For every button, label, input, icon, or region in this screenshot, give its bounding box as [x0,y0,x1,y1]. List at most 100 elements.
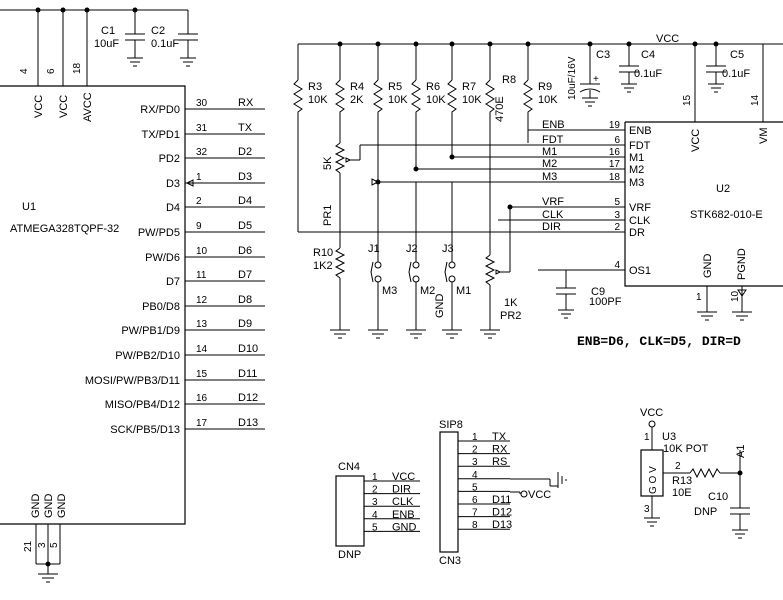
c1-ref: C1 [101,25,115,37]
res-ref: R9 [538,81,552,93]
pr1-ref: PR1 [322,205,334,226]
u1-pin-net: D4 [238,195,252,207]
cn3-pin-num: 6 [472,495,478,506]
jumper-contact [412,275,420,283]
u2-pin-name: M3 [629,177,644,189]
u2-pin-num: 5 [614,197,620,208]
c1-value: 10uF [94,38,119,50]
res-value: 2K [350,94,364,106]
u2-part: STK682-010-E [690,209,763,221]
cn4-pin-net: VCC [392,471,415,483]
cap-c4: C4 0.1uF [619,44,662,93]
r10-value: 1K2 [313,260,333,272]
jumper-contact [412,261,420,269]
u2-pin-name: M1 [629,152,644,164]
u2-pin-net: DIR [542,221,561,233]
c3-value: 10uF/16V [567,56,578,100]
c10-ref: C10 [708,491,728,503]
cn3-pin-num: 5 [472,482,478,493]
res-ref: R5 [388,81,402,93]
u1-pin-name: MOSI/PW/PB3/D11 [85,375,180,387]
u1-pin-net: D5 [238,220,252,232]
u1-pin-name: RX/PD0 [140,104,180,116]
r10-ref: R10 [313,247,333,259]
pr2-ref: PR2 [500,310,521,322]
cn3-pin-num: 2 [472,445,478,456]
u1-pin-name: PW/PB1/D9 [121,325,180,337]
u2-nets [371,118,625,221]
res-value: 10K [426,94,446,106]
u1-pin-name: AVCC [82,92,94,122]
u2-pin-name: M2 [629,164,644,176]
resistor-r9 [523,79,533,118]
cn3-pin-num: 3 [472,457,478,468]
jumper-link [408,261,412,283]
u1-pin-name: GND [43,494,55,519]
cn3-ref: CN3 [439,555,461,567]
vcc-rail: VCC [298,33,783,47]
u2-pin-num: 19 [609,120,621,131]
gnd-label: GND [434,294,446,319]
cn4-pin-net: ENB [392,509,415,521]
u1-pin-num: 1 [196,172,202,183]
r13-value: 10E [672,487,692,499]
u1-pin-name: GND [30,494,42,519]
r13-ref: R13 [672,475,692,487]
u1-pin-name: D7 [166,276,180,288]
jumper-link [444,261,448,283]
u1-pin-num: 16 [196,393,208,404]
u2-pin-name: VM [758,128,770,145]
cn3-pin-num: 7 [472,508,478,519]
r3-net [297,118,625,233]
c3-plus: + [593,74,599,85]
pr1-value: 5K [322,156,334,170]
cn3-pin-num: 8 [472,520,478,531]
u1-pin-num: 6 [46,68,57,74]
pr2-value: 1K [504,297,518,309]
cn4-ref: CN4 [338,461,360,473]
resistor-r7 [447,79,457,118]
cn3-pin-net: RS [492,456,507,468]
c4-value: 0.1uF [634,68,662,80]
pin-arrow [186,179,194,187]
u3-pin: 2 [675,461,681,472]
res-value: 10K [388,94,408,106]
u1-pin-num: 30 [196,98,208,109]
u2-pin-name: ENB [629,125,652,137]
u2-pin-num: 3 [614,210,620,221]
u1-pin-num: 15 [196,369,208,380]
u1-pin-name: PB0/D8 [142,301,180,313]
u2-pin-name: DR [629,227,645,239]
u1-pin-name: PW/PB2/D10 [115,350,180,362]
u1-pin-name: TX/PD1 [141,129,180,141]
u1-pin-net: D11 [238,368,257,380]
u1-pin-num: 2 [196,196,202,207]
u2-chip: U2 STK682-010-E 15 14 VCC VM GND PGND 1 … [624,44,783,321]
r9-net [527,118,625,131]
cn3-pin-net: RX [492,444,508,456]
c5-value: 0.1uF [722,68,750,80]
u2-pin-num: 16 [609,147,621,158]
u3-ref: U3 [662,431,676,443]
cn3-vcc: VCC [528,489,551,501]
cn3-pin-num: 4 [472,470,478,481]
jumper-net: M3 [382,285,397,297]
c3-ref: C3 [596,49,610,61]
u2-pin-net: M1 [542,146,557,158]
u2-pin-num: 15 [682,94,693,106]
c10-dnp: DNP [694,506,717,518]
jumper-ref: J1 [368,243,380,255]
pr1-chain: 5K PR1 R10 1K2 [313,118,625,339]
cn4-pin-num: 1 [372,472,378,483]
u1-bottom-pins: GND GND GND 21 3 5 [23,494,68,583]
u2-ref: U2 [716,183,730,195]
res-ref: R4 [350,81,364,93]
cn4-pin-num: 5 [372,522,378,533]
u2-pin-name: CLK [629,215,651,227]
u1-pin-name: D3 [166,178,180,190]
cap-c1: C1 10uF [94,7,145,67]
u1-pin-num: 4 [19,68,30,74]
pot-u3: VCC 1 U3 10K POT G O V 2 R13 10E A1 C10 … [640,407,750,539]
